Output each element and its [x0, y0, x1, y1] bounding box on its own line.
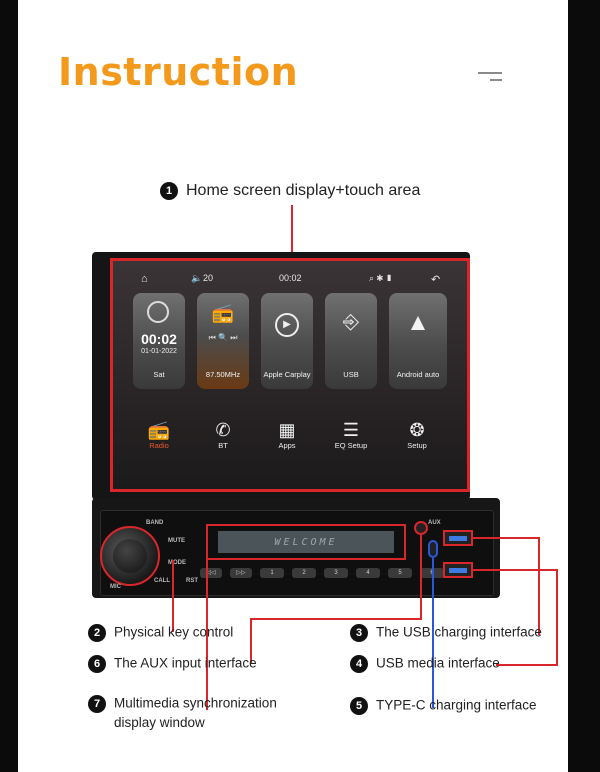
home-icon[interactable]: ⌂ — [141, 273, 148, 285]
preset-key[interactable]: 3 — [324, 568, 348, 578]
preset-key[interactable]: ▷▷ — [230, 568, 252, 578]
menu-icon[interactable] — [478, 72, 502, 82]
dock-eq-setup[interactable]: ☰ EQ Setup — [325, 419, 377, 459]
callout-text: The USB charging interface — [376, 624, 542, 640]
radio-icon: 📻 — [147, 420, 171, 440]
page-title: Instruction — [58, 50, 299, 94]
tile-clock-date: 01-01-2022 — [141, 348, 177, 355]
dock-label: Apps — [278, 441, 296, 450]
clock-icon — [147, 301, 169, 323]
dock-setup[interactable]: ❂ Setup — [391, 419, 443, 459]
connector-line — [250, 618, 420, 620]
band-button[interactable]: BAND — [146, 520, 164, 526]
back-icon[interactable]: ↶ — [431, 274, 441, 286]
volume-knob[interactable] — [100, 526, 160, 586]
callout-usb-charging: 3 The USB charging interface — [350, 624, 542, 642]
tile-label: Android auto — [396, 370, 440, 379]
tile-apple-carplay[interactable]: ▶ Apple Carplay — [261, 293, 313, 389]
status-icons: ⌕ ✱ ▮ — [369, 273, 393, 283]
mic-label: MIC — [110, 584, 121, 590]
volume-icon: 🔈 — [191, 273, 203, 283]
tile-android-auto[interactable]: ▲ Android auto — [389, 293, 447, 389]
callout-home-screen: 1 Home screen display+touch area — [160, 182, 420, 200]
connector-line — [291, 205, 293, 259]
mode-button[interactable]: MODE — [168, 560, 186, 566]
tile-label: USB — [343, 370, 359, 379]
tile-label: Sat — [153, 370, 165, 379]
home-screen[interactable]: ⌂ 🔈 20 00:02 ⌕ ✱ ▮ ↶ 00:02 01-01-2022 Sa… — [110, 258, 470, 492]
mute-button[interactable]: MUTE — [168, 538, 185, 544]
callout-text: The AUX input interface — [114, 655, 257, 671]
tile-label: Apple Carplay — [263, 370, 311, 379]
usb-media-port[interactable] — [443, 562, 473, 578]
connector-line — [556, 569, 558, 665]
connector-line — [473, 537, 539, 539]
clock-time: 00:02 — [279, 273, 302, 283]
callout-usb-media: 4 USB media interface — [350, 655, 500, 673]
dock-label: BT — [218, 441, 228, 450]
status-bar: ⌂ 🔈 20 00:02 ⌕ ✱ ▮ ↶ — [113, 273, 467, 287]
connector-line — [172, 560, 174, 632]
rst-button[interactable]: RST — [186, 578, 198, 584]
phone-icon: ✆ — [215, 420, 231, 440]
callout-aux-input: 6 The AUX input interface — [88, 655, 257, 673]
callout-physical-keys: 2 Physical key control — [88, 624, 233, 642]
steering-wheel-icon: ❂ — [409, 420, 425, 440]
tile-clock-time: 00:02 — [141, 331, 177, 347]
tile-radio[interactable]: 📻 ⏮ 🔍 ⏭ 87.50MHz — [197, 293, 249, 389]
display-text: WELCOME — [218, 531, 394, 553]
dock-label: Setup — [407, 441, 427, 450]
connector-line — [538, 537, 540, 635]
aux-port[interactable] — [414, 521, 428, 535]
connector-line — [420, 535, 422, 620]
tile-label: 87.50MHz — [205, 370, 241, 379]
callout-number: 5 — [350, 697, 368, 715]
dock-radio[interactable]: 📻 Radio — [133, 419, 185, 459]
aux-label: AUX — [428, 520, 441, 526]
tile-usb[interactable]: ⎆ USB — [325, 293, 377, 389]
preset-key[interactable]: 2 — [292, 568, 316, 578]
connector-line-blue — [432, 558, 434, 708]
preset-key[interactable]: 1 — [260, 568, 284, 578]
volume-level: 20 — [203, 273, 214, 283]
play-icon: ▶ — [275, 313, 299, 337]
callout-text: Home screen display+touch area — [186, 182, 421, 200]
callout-sync-display-line2: display window — [114, 715, 205, 730]
equalizer-icon: ☰ — [342, 420, 360, 440]
preset-key[interactable]: 4 — [356, 568, 380, 578]
tile-clock[interactable]: 00:02 01-01-2022 Sat — [133, 293, 185, 389]
preset-keys: ◁◁ ▷▷ 1 2 3 4 5 6 — [200, 568, 444, 580]
dock-bt[interactable]: ✆ BT — [197, 419, 249, 459]
android-auto-icon: ▲ — [406, 309, 430, 336]
apps-icon: ▦ — [278, 420, 296, 440]
dock-label: Radio — [149, 441, 169, 450]
preset-key[interactable]: ◁◁ — [200, 568, 222, 578]
preset-key[interactable]: 5 — [388, 568, 412, 578]
callout-number: 3 — [350, 624, 368, 642]
call-button[interactable]: CALL — [154, 578, 170, 584]
callout-text: TYPE-C charging interface — [376, 697, 537, 713]
callout-text: USB media interface — [376, 655, 500, 671]
dock-label: EQ Setup — [334, 441, 368, 450]
callout-number: 6 — [88, 655, 106, 673]
callout-sync-display: 7 Multimedia synchronization — [88, 695, 277, 713]
callout-number: 4 — [350, 655, 368, 673]
dock-apps[interactable]: ▦ Apps — [261, 419, 313, 459]
connector-line — [473, 569, 557, 571]
callout-number: 7 — [88, 695, 106, 713]
media-controls: ⏮ 🔍 ⏭ — [208, 333, 238, 342]
callout-number: 1 — [160, 182, 178, 200]
sync-display-window: WELCOME — [206, 524, 406, 560]
type-c-port[interactable] — [428, 540, 438, 558]
callout-text: Multimedia synchronization — [114, 695, 277, 711]
connector-line — [206, 560, 208, 710]
callout-type-c: 5 TYPE-C charging interface — [350, 697, 537, 715]
callout-number: 2 — [88, 624, 106, 642]
connector-line — [250, 618, 252, 664]
radio-icon: 📻 — [211, 303, 235, 323]
usb-icon: ⎆ — [343, 311, 359, 333]
callout-text: Physical key control — [114, 624, 234, 640]
usb-charging-port[interactable] — [443, 530, 473, 546]
connector-line — [496, 664, 558, 666]
